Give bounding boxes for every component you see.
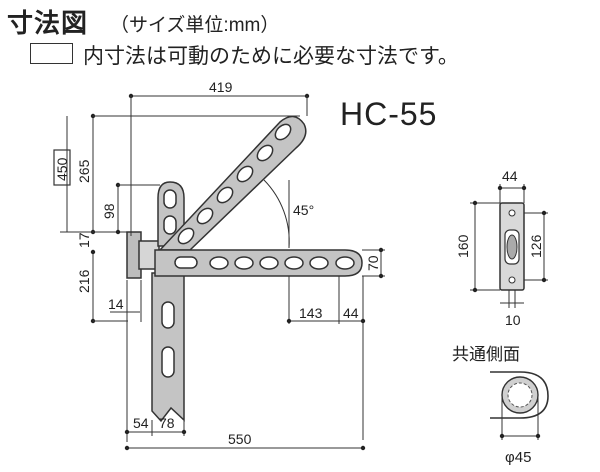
dim-bottom-78: 78 (159, 415, 175, 431)
dimension-labels: 419 450 265 98 17 216 14 45° 143 44 70 5… (54, 79, 381, 447)
dim-bottom-54: 54 (133, 415, 149, 431)
horizontal-arm-hole (234, 256, 254, 270)
inner-dimension-legend-box (30, 43, 73, 64)
inner-dimension-box (53, 149, 71, 186)
dim-total-550: 550 (228, 431, 252, 447)
wall-plate-labels: 44 160 126 10 (455, 168, 544, 328)
horizontal-arm-hole (335, 256, 355, 270)
side-view-label: 共通側面 (452, 345, 520, 364)
angled-arm-hole (216, 186, 234, 204)
horizontal-arm-hole (284, 256, 304, 270)
dim-arm-143: 143 (299, 305, 323, 321)
angled-arm-hole (236, 165, 254, 183)
hanger-front-view (126, 115, 363, 423)
pipe-dimension (499, 395, 541, 440)
horizontal-arm (154, 249, 363, 277)
model-name: HC-55 (340, 96, 438, 132)
horizontal-arm-hole (309, 256, 329, 270)
wall-plate-knob (506, 234, 518, 260)
dim-plate-126: 126 (528, 234, 544, 258)
horizontal-arm-hole (209, 256, 229, 270)
folded-arm-hole (163, 189, 177, 209)
dim-arm-offset: 98 (101, 203, 117, 219)
dim-wall-14: 14 (108, 296, 124, 312)
dim-height-outer: 450 (54, 157, 70, 181)
lower-arm-hole (161, 301, 175, 329)
wall-plate-dimensions (470, 184, 548, 308)
pipe-cross-section (490, 371, 549, 419)
dim-bracket-17: 17 (76, 232, 92, 248)
dim-top-width: 419 (209, 79, 233, 95)
unit-note: （サイズ単位:mm） (110, 15, 280, 36)
dim-arm-end-44: 44 (343, 305, 359, 321)
dim-plate-10: 10 (505, 312, 521, 328)
angled-arm-hole (256, 144, 274, 162)
angled-arm-hole (274, 123, 292, 141)
horizontal-arm-hole (259, 256, 279, 270)
dim-lower-216: 216 (76, 269, 92, 293)
dim-plate-width: 44 (502, 168, 518, 184)
screw-hole-bottom (508, 276, 516, 284)
dim-angle: 45° (293, 202, 314, 218)
lower-arm-hole (161, 346, 175, 378)
angled-arm-hole (196, 207, 214, 225)
screw-hole-top (508, 209, 516, 217)
angled-arm-hole (177, 227, 195, 245)
dim-pipe-diameter: φ45 (505, 449, 531, 466)
dim-arm-height-70: 70 (365, 255, 381, 271)
dim-height-inner: 265 (76, 159, 92, 183)
pipe-inner (507, 382, 533, 408)
wall-plate-view (499, 202, 525, 291)
horizontal-arm-hole (174, 256, 198, 269)
dim-plate-160: 160 (455, 234, 471, 258)
folded-arm-hole (163, 215, 177, 235)
inner-dimension-legend-text: 内寸法は可動のために必要な寸法です。 (83, 45, 459, 68)
dimension-lines (60, 93, 385, 451)
drawing-title: 寸法図 (7, 8, 89, 38)
